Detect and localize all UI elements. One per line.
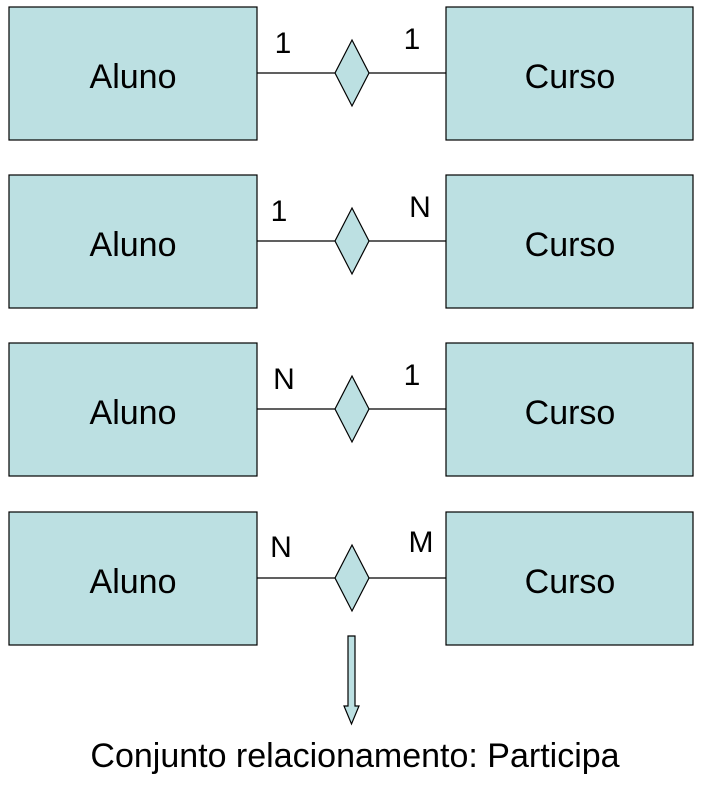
entity-label-right: Curso <box>525 58 616 96</box>
relationship-row-4: Aluno Curso N M <box>8 511 694 646</box>
entity-label-left: Aluno <box>90 394 177 432</box>
entity-box-left[interactable] <box>8 342 258 477</box>
relationship-diamond[interactable] <box>334 38 370 108</box>
relationship-row-1: Aluno Curso 1 1 <box>8 6 694 141</box>
cardinality-right: N <box>409 191 431 224</box>
relationship-set-caption: Conjunto relacionamento: Participa <box>90 737 620 775</box>
relationship-diamond[interactable] <box>334 206 370 276</box>
entity-label-left: Aluno <box>90 58 177 96</box>
entity-box-right[interactable] <box>445 174 694 309</box>
cardinality-left: 1 <box>275 27 292 60</box>
entity-label-right: Curso <box>525 226 616 264</box>
relationship-diamond[interactable] <box>334 374 370 444</box>
cardinality-right: 1 <box>404 359 421 392</box>
cardinality-right: M <box>409 526 434 559</box>
cardinality-left: 1 <box>271 195 288 228</box>
entity-box-left[interactable] <box>8 174 258 309</box>
down-arrow-icon <box>343 635 360 726</box>
entity-label-left: Aluno <box>90 563 177 601</box>
entity-box-left[interactable] <box>8 511 258 646</box>
cardinality-right: 1 <box>404 23 421 56</box>
entity-label-left: Aluno <box>90 226 177 264</box>
entity-box-right[interactable] <box>445 511 694 646</box>
entity-box-left[interactable] <box>8 6 258 141</box>
entity-box-right[interactable] <box>445 6 694 141</box>
relationship-diamond[interactable] <box>334 543 370 613</box>
entity-label-right: Curso <box>525 394 616 432</box>
relationship-row-2: Aluno Curso 1 N <box>8 174 694 309</box>
entity-label-right: Curso <box>525 563 616 601</box>
cardinality-left: N <box>273 363 295 396</box>
cardinality-left: N <box>270 531 292 564</box>
relationship-row-3: Aluno Curso N 1 <box>8 342 694 477</box>
